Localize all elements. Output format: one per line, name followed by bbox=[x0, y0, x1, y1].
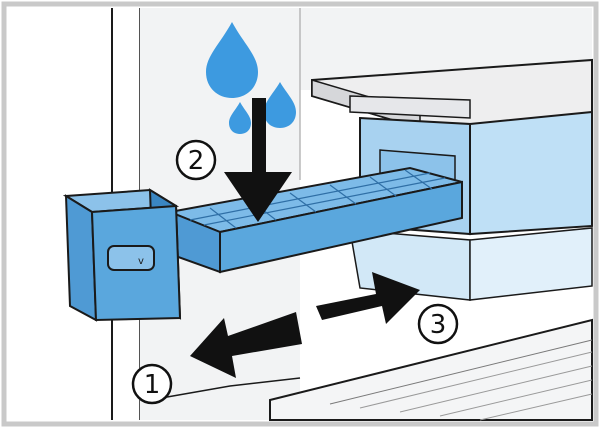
freezer-drawer bbox=[149, 318, 593, 421]
water-drop-icon bbox=[206, 22, 296, 134]
tray-compartments bbox=[189, 169, 446, 229]
ice-maker-housing bbox=[349, 110, 593, 301]
step-marker-2: 2 bbox=[175, 139, 217, 181]
handle-grip bbox=[107, 245, 155, 271]
step-number-3: 3 bbox=[430, 310, 447, 340]
arrow-right-icon bbox=[316, 272, 420, 324]
step-number-1: 1 bbox=[144, 370, 161, 400]
step-number-2: 2 bbox=[188, 146, 205, 176]
arrow-down-icon bbox=[224, 98, 292, 222]
arrow-left-icon bbox=[190, 312, 302, 378]
freezer-interior bbox=[8, 8, 593, 420]
step-marker-1: 1 bbox=[131, 363, 173, 405]
handle-label: v bbox=[138, 256, 144, 267]
ice-cube-tray bbox=[166, 166, 463, 274]
tray-handle: v bbox=[62, 188, 182, 322]
step-marker-3: 3 bbox=[417, 303, 459, 345]
